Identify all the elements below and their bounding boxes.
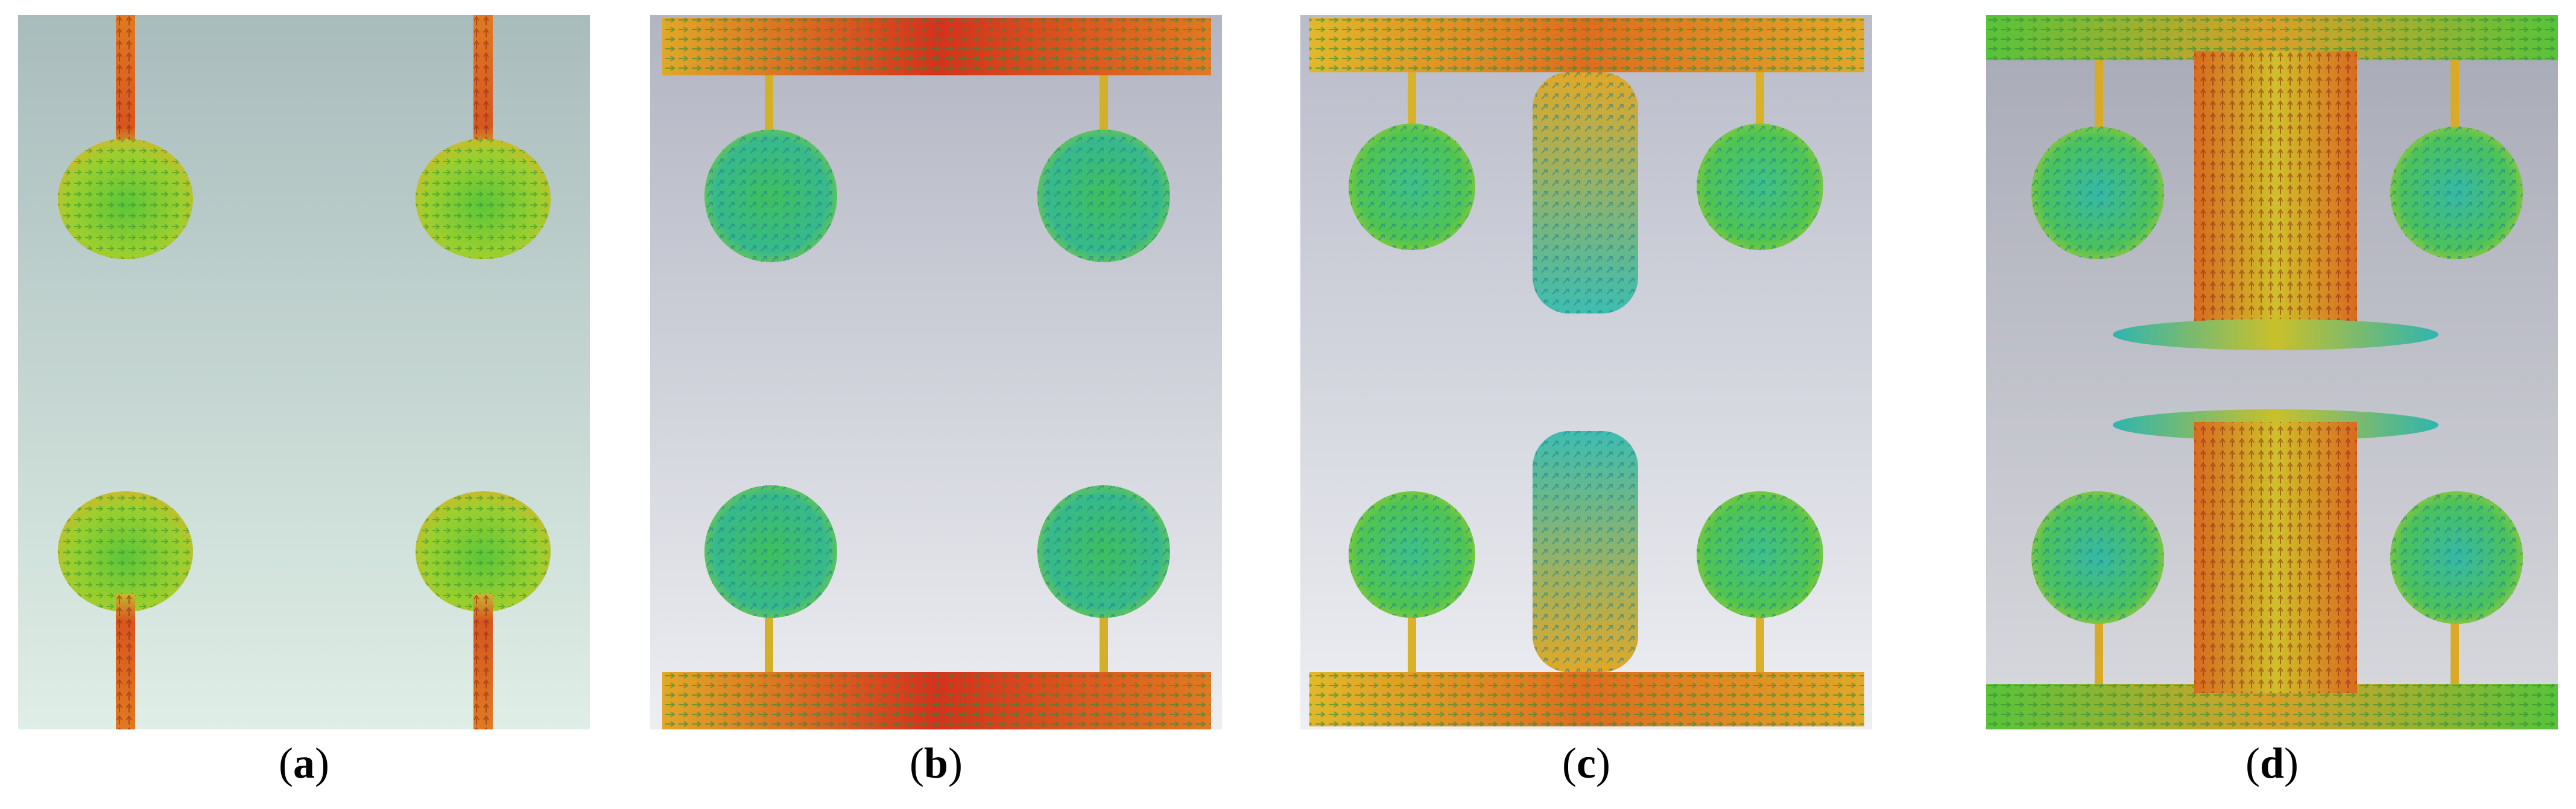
feed-stub xyxy=(1756,72,1764,133)
feed-stub xyxy=(1100,75,1108,148)
panel-b xyxy=(650,15,1222,729)
feed-stub xyxy=(2095,612,2103,684)
patch-element xyxy=(2390,491,2523,624)
caption-paren-close: ) xyxy=(315,739,329,787)
caption-letter: b xyxy=(923,739,949,787)
caption-paren-close: ) xyxy=(2284,739,2299,787)
panel-d-field-plot xyxy=(1986,15,2558,729)
panel-d xyxy=(1986,15,2558,729)
patch-element xyxy=(1349,124,1475,250)
panel-c-caption: (c) xyxy=(1300,738,1872,793)
feed-line-top xyxy=(662,18,1211,75)
patch-element xyxy=(1349,491,1475,618)
patch-element xyxy=(416,15,551,259)
patch-element xyxy=(1037,130,1170,262)
coupling-stub-top xyxy=(1533,72,1638,313)
coupling-trunk-top xyxy=(2194,51,2357,341)
panel-c xyxy=(1300,15,1872,729)
caption-paren-open: ( xyxy=(2245,739,2260,787)
feed-stub xyxy=(1756,612,1764,672)
caption-paren-close: ) xyxy=(1595,739,1610,787)
panel-b-background xyxy=(650,15,1222,729)
panel-a xyxy=(18,15,590,729)
feed-line-top xyxy=(1309,18,1864,72)
feed-stub xyxy=(1408,72,1416,133)
feed-stub xyxy=(765,75,773,148)
feed-stub xyxy=(1408,612,1416,672)
panel-b-field-plot xyxy=(650,15,1222,729)
patch-element xyxy=(58,15,193,259)
caption-letter: a xyxy=(293,739,315,787)
feed-stub xyxy=(2451,612,2459,684)
caption-letter: c xyxy=(1577,739,1596,787)
patch-element xyxy=(2031,127,2164,259)
feed-stub xyxy=(1100,600,1108,672)
panel-b-caption: (b) xyxy=(650,738,1222,793)
patch-element xyxy=(416,491,551,729)
patch-element xyxy=(2031,491,2164,624)
patch-element xyxy=(1697,124,1823,250)
panel-a-caption: (a) xyxy=(18,738,590,793)
patch-element xyxy=(704,485,837,618)
patch-element xyxy=(1037,485,1170,618)
caption-paren-close: ) xyxy=(948,739,963,787)
feed-stub xyxy=(2451,60,2459,133)
caption-paren-open: ( xyxy=(909,739,924,787)
patch-element xyxy=(704,130,837,262)
patch-element xyxy=(1697,491,1823,618)
panel-a-background xyxy=(18,15,590,729)
feed-line-bottom xyxy=(662,672,1211,729)
patch-element xyxy=(2390,127,2523,259)
patch-element xyxy=(58,491,193,729)
panel-d-caption: (d) xyxy=(1986,738,2558,793)
coupling-stub-bottom xyxy=(1533,431,1638,672)
coupling-trunk-bottom xyxy=(2194,422,2357,693)
panel-a-field-plot xyxy=(18,15,590,729)
feed-stub xyxy=(765,600,773,672)
coupling-disc-top xyxy=(2113,319,2438,350)
caption-paren-open: ( xyxy=(1562,739,1577,787)
panel-c-field-plot xyxy=(1300,15,1872,729)
feed-line-bottom xyxy=(1309,672,1864,726)
feed-stub xyxy=(2095,60,2103,133)
caption-letter: d xyxy=(2259,739,2285,787)
caption-paren-open: ( xyxy=(279,739,293,787)
